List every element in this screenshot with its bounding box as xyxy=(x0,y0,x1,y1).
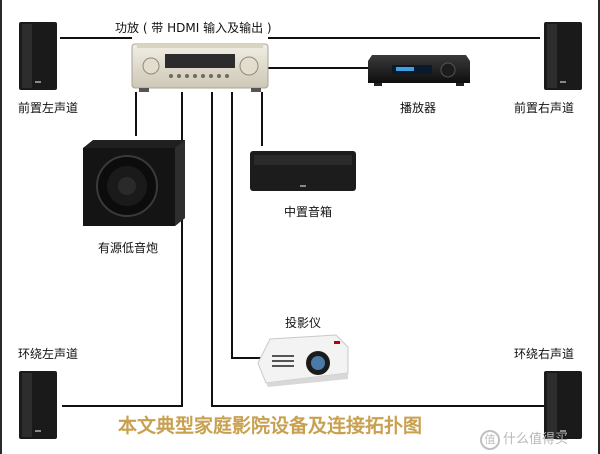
projector-icon xyxy=(257,334,349,387)
subwoofer-label: 有源低音炮 xyxy=(98,241,159,255)
amplifier-label: 功放 ( 带 HDMI 输入及输出 ) xyxy=(115,21,272,35)
left-border xyxy=(0,0,2,454)
surround-left-label: 环绕左声道 xyxy=(18,347,79,361)
center-speaker-icon xyxy=(250,151,356,191)
projector-label: 投影仪 xyxy=(285,316,322,330)
front-right-speaker-icon xyxy=(544,22,582,90)
surround-right-speaker-icon xyxy=(544,371,582,439)
front-left-speaker-icon xyxy=(19,22,57,90)
wire-projector xyxy=(231,92,262,359)
watermark: 值什么值得买 xyxy=(480,428,598,450)
surround-right-label: 环绕右声道 xyxy=(514,347,575,361)
subwoofer-icon xyxy=(83,140,185,226)
front-left-label: 前置左声道 xyxy=(18,101,79,115)
watermark-badge-icon: 值 xyxy=(480,429,500,450)
surround-left-speaker-icon xyxy=(19,371,57,439)
watermark-text: 什么值得买 xyxy=(503,432,569,447)
wire-surround-right xyxy=(211,92,544,407)
player-label: 播放器 xyxy=(400,101,437,115)
amplifier-icon xyxy=(131,43,269,92)
center-label: 中置音箱 xyxy=(284,205,333,219)
diagram-caption: 本文典型家庭影院设备及连接拓扑图 xyxy=(118,415,423,437)
front-right-label: 前置右声道 xyxy=(514,101,575,115)
right-border xyxy=(598,0,600,454)
player-icon xyxy=(368,55,470,86)
